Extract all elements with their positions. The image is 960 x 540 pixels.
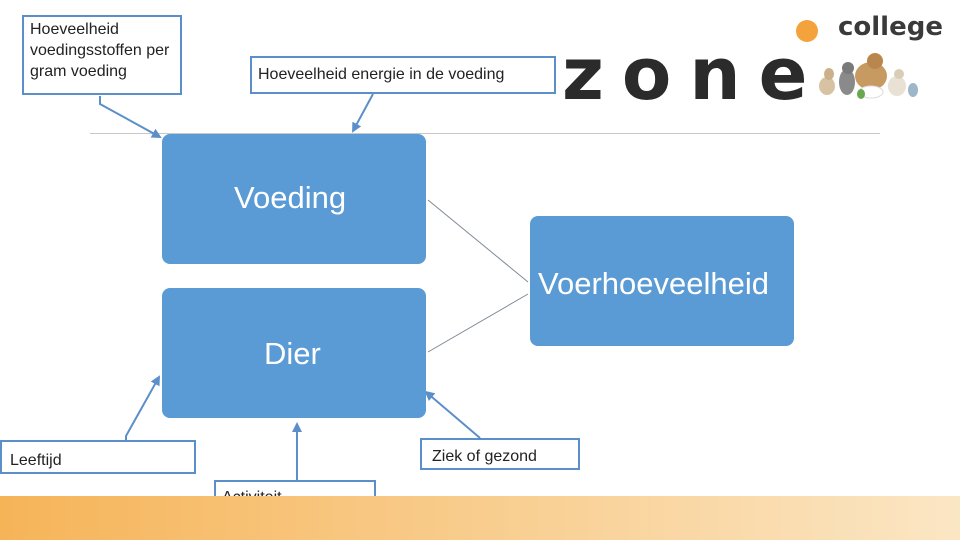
logo-wordmark: zone <box>562 32 826 116</box>
node-voeding-label: Voeding <box>234 180 347 215</box>
callout-ziek-of-gezond: Ziek of gezond <box>420 438 580 470</box>
callout-voedingsstoffen: Hoeveelheid voedingsstoffen per gram voe… <box>22 15 182 95</box>
arrow-energie-to-voeding <box>352 93 374 133</box>
link-voeding-voerhoeveelheid <box>427 199 529 283</box>
arrow-ziek-to-dier <box>424 390 481 439</box>
link-dier-voerhoeveelheid <box>427 293 529 353</box>
logo-subtitle: college <box>838 12 943 42</box>
header-divider <box>90 133 880 134</box>
callout-leeftijd: Leeftijd <box>0 440 196 474</box>
arrow-voedingsstoffen-to-voeding <box>99 96 162 138</box>
node-dier-label: Dier <box>264 336 321 371</box>
callout-energie: Hoeveelheid energie in de voeding <box>250 56 556 94</box>
footer-band <box>0 496 960 540</box>
brand-dot <box>796 20 818 42</box>
node-voeding: Voeding <box>162 134 426 264</box>
arrow-leeftijd-to-dier <box>125 375 160 440</box>
node-voerhoeveelheid-label: Voerhoeveelheid <box>538 266 769 301</box>
node-voerhoeveelheid: Voerhoeveelheid <box>530 216 794 346</box>
node-dier: Dier <box>162 288 426 418</box>
animals-illustration-icon <box>819 53 918 99</box>
